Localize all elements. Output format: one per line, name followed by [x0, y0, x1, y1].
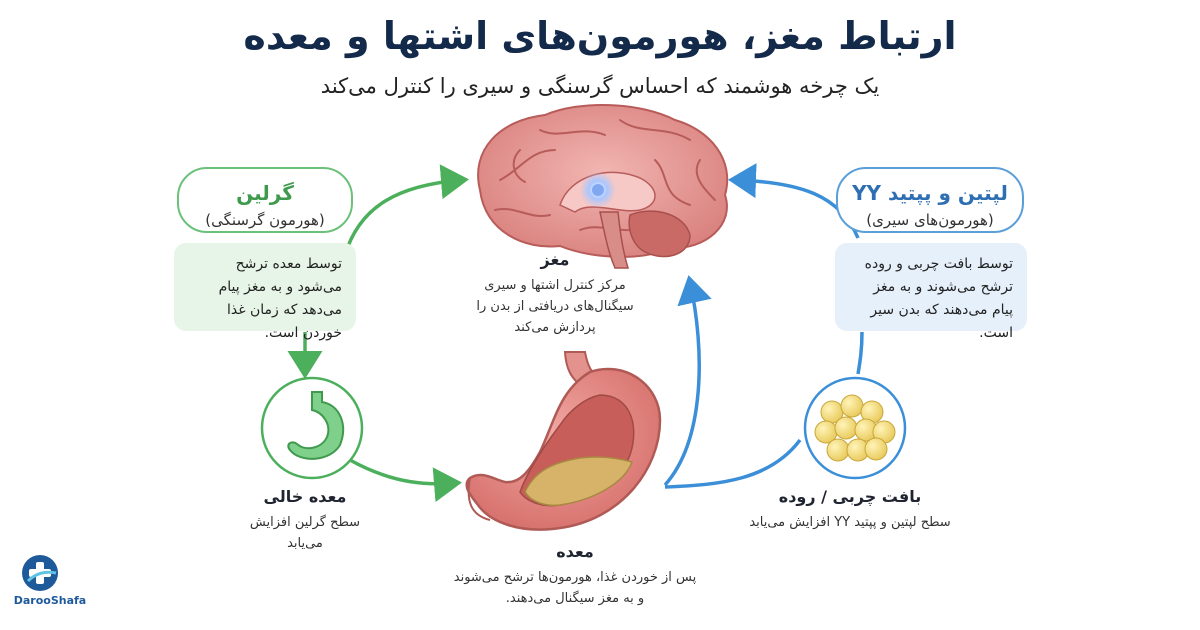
arrow-stomach-to-brain — [663, 275, 712, 487]
empty-stomach-title: معده خالی — [263, 487, 347, 506]
fat-tissue-illustration — [803, 376, 907, 480]
brain-title: مغز — [540, 250, 570, 269]
ghrelin-subtitle: (هورمون گرسنگی) — [205, 211, 325, 229]
leptin-title-box: لپتین و پپتید YY (هورمون‌های سیری) — [836, 167, 1024, 233]
brain-description: مرکز کنترل اشتها و سیری سیگنال‌های دریاف… — [476, 278, 634, 335]
brain-label: مغز مرکز کنترل اشتها و سیری سیگنال‌های د… — [470, 250, 640, 338]
arrow-fat-to-stomach — [664, 438, 802, 489]
arrow-leptin-down — [856, 331, 864, 375]
leptin-description: توسط بافت چربی و روده ترشح می‌شوند و به … — [835, 243, 1027, 341]
logo-text: DarooShafa — [13, 594, 87, 607]
ghrelin-title-box: گرلین (هورمون گرسنگی) — [177, 167, 353, 233]
logo-icon — [12, 552, 88, 592]
fat-tissue-title: بافت چربی / روده — [778, 487, 922, 506]
page-subtitle: یک چرخه هوشمند که احساس گرسنگی و سیری را… — [320, 74, 880, 98]
empty-stomach-illustration — [260, 376, 364, 480]
ghrelin-description: توسط معده ترشح می‌شود و به مغز پیام می‌د… — [174, 243, 356, 341]
logo-mark — [22, 555, 58, 591]
empty-stomach-description: سطح گرلین افزایش می‌یابد — [249, 515, 361, 551]
stomach-label: معده پس از خوردن غذا، هورمون‌ها ترشح می‌… — [450, 542, 700, 609]
arrow-ghrelin-to-brain — [343, 164, 469, 256]
leptin-subtitle: (هورمون‌های سیری) — [866, 211, 994, 229]
brain-illustration — [477, 104, 729, 269]
ghrelin-title: گرلین — [236, 181, 294, 205]
arrow-empty-stomach-to-stomach — [349, 458, 462, 503]
empty-stomach-label: معده خالی سطح گرلین افزایش می‌یابد — [230, 487, 380, 554]
fat-tissue-label: بافت چربی / روده سطح لپتین و پپتید YY اف… — [735, 487, 965, 533]
fat-tissue-description: سطح لپتین و پپتید YY افزایش می‌یابد — [749, 515, 951, 530]
leptin-title: لپتین و پپتید YY — [852, 181, 1008, 205]
stomach-description: پس از خوردن غذا، هورمون‌ها ترشح می‌شوند … — [453, 570, 697, 606]
page-title: ارتباط مغز، هورمون‌های اشتها و معده — [243, 14, 957, 58]
stomach-title: معده — [556, 542, 594, 561]
stomach-illustration — [465, 351, 662, 531]
logo: DarooShafa — [12, 552, 88, 607]
